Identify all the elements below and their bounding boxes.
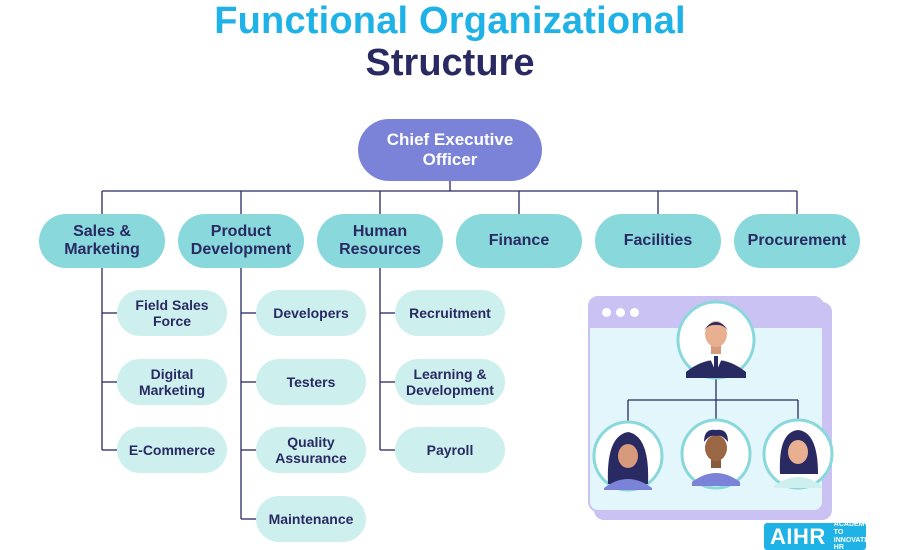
window-dot-icon (630, 308, 639, 317)
window-dot-icon (616, 308, 625, 317)
page-title: Functional Organizational (214, 0, 686, 42)
team-developers: Developers (256, 290, 366, 336)
dept-sales-marketing: Sales & Marketing (39, 214, 165, 268)
people-tree-icon (592, 300, 834, 492)
employee-avatar-icon (762, 418, 834, 490)
team-e-commerce: E-Commerce (117, 427, 227, 473)
dept-product-development: Product Development (178, 214, 304, 268)
team-learning-development: Learning & Development (395, 359, 505, 405)
team-field-sales-force: Field Sales Force (117, 290, 227, 336)
employee-avatar-icon (592, 420, 664, 492)
dept-facilities: Facilities (595, 214, 721, 268)
dept-finance: Finance (456, 214, 582, 268)
ceo-node: Chief Executive Officer (358, 119, 542, 181)
manager-avatar-icon (676, 300, 756, 380)
team-recruitment: Recruitment (395, 290, 505, 336)
team-testers: Testers (256, 359, 366, 405)
team-maintenance: Maintenance (256, 496, 366, 542)
employee-avatar-icon (680, 418, 752, 490)
team-quality-assurance: Quality Assurance (256, 427, 366, 473)
team-payroll: Payroll (395, 427, 505, 473)
dept-procurement: Procurement (734, 214, 860, 268)
window-dot-icon (602, 308, 611, 317)
dept-human-resources: Human Resources (317, 214, 443, 268)
page-subtitle: Structure (365, 42, 535, 84)
aihr-logo: AIHR ACADEMY TO INNOVATE HR (764, 523, 866, 550)
logo-wordmark: AIHR (770, 523, 826, 549)
org-chart-illustration (588, 296, 836, 528)
logo-tagline: ACADEMY TO INNOVATE HR (833, 523, 866, 550)
team-digital-marketing: Digital Marketing (117, 359, 227, 405)
